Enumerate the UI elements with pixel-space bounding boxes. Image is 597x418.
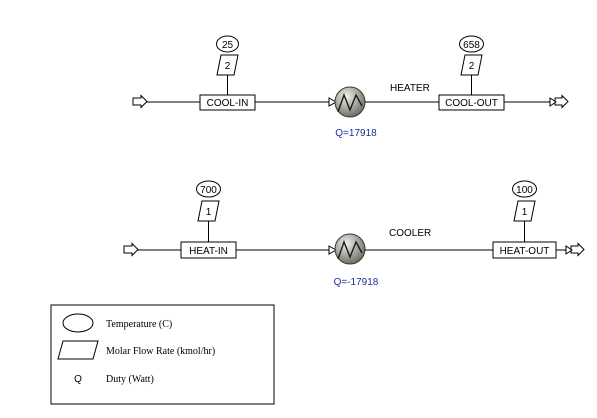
heat-in-label: HEAT-IN: [189, 246, 228, 257]
heat-out-flow-tag: 1: [513, 200, 536, 222]
svg-text:100: 100: [516, 185, 533, 196]
legend: Temperature (C) Molar Flow Rate (kmol/hr…: [50, 304, 275, 405]
molar-flow-legend-label: Molar Flow Rate (kmol/hr): [106, 346, 215, 357]
heat-out-arrowhead-icon: [565, 245, 573, 255]
svg-text:2: 2: [225, 61, 231, 72]
heat-out-label: HEAT-OUT: [500, 246, 550, 257]
svg-text:700: 700: [200, 185, 217, 196]
cool-out-stream[interactable]: COOL-OUT: [438, 94, 505, 111]
svg-text:1: 1: [522, 207, 528, 218]
temperature-legend-icon: [62, 313, 94, 333]
cooler-block-label: COOLER: [389, 228, 431, 239]
heat-in-temperature-tag: 700: [196, 180, 221, 198]
cool-out-flow-tag: 2: [460, 54, 483, 76]
cool-in-label: COOL-IN: [207, 98, 249, 109]
cool-in-flow-tag: 2: [216, 54, 239, 76]
heater-duty-label: Q=17918: [335, 128, 377, 139]
cooler-exchanger-icon[interactable]: [334, 233, 366, 265]
heat-in-stream[interactable]: HEAT-IN: [180, 241, 237, 259]
temperature-legend-label: Temperature (C): [106, 319, 172, 330]
svg-text:1: 1: [206, 207, 212, 218]
product-arrow-icon[interactable]: [570, 242, 585, 257]
heat-out-temperature-tag: 100: [512, 180, 537, 198]
heater-flowsheet: COOL-IN 25 2 HEATER Q=17918 COOL-OUT: [132, 35, 569, 139]
heater-block-label: HEATER: [390, 83, 430, 94]
duty-legend-label: Duty (Watt): [106, 374, 154, 385]
duty-legend-symbol: Q: [74, 374, 82, 385]
heat-in-arrowhead-icon: [328, 245, 338, 255]
cooler-duty-label: Q=-17918: [334, 277, 379, 288]
product-arrow-icon[interactable]: [554, 94, 569, 109]
svg-text:658: 658: [463, 40, 480, 51]
cool-out-label: COOL-OUT: [445, 98, 498, 109]
cool-out-arrowhead-icon: [549, 97, 557, 107]
heat-in-flow-tag: 1: [197, 200, 220, 222]
cool-in-temperature-tag: 25: [216, 35, 239, 53]
molar-flow-legend-icon: [57, 340, 99, 360]
cool-in-arrowhead-icon: [328, 97, 338, 107]
feed-arrow-icon[interactable]: [123, 242, 139, 257]
heat-out-stream[interactable]: HEAT-OUT: [492, 241, 557, 259]
cooler-flowsheet: HEAT-IN 700 1 COOLER Q=-17918 HEAT-OUT 1…: [123, 180, 585, 288]
feed-arrow-icon[interactable]: [132, 94, 148, 109]
cool-in-stream[interactable]: COOL-IN: [199, 94, 256, 111]
cool-out-temperature-tag: 658: [459, 35, 484, 53]
heater-exchanger-icon[interactable]: [334, 86, 366, 118]
svg-text:2: 2: [469, 61, 475, 72]
svg-text:25: 25: [222, 40, 234, 51]
